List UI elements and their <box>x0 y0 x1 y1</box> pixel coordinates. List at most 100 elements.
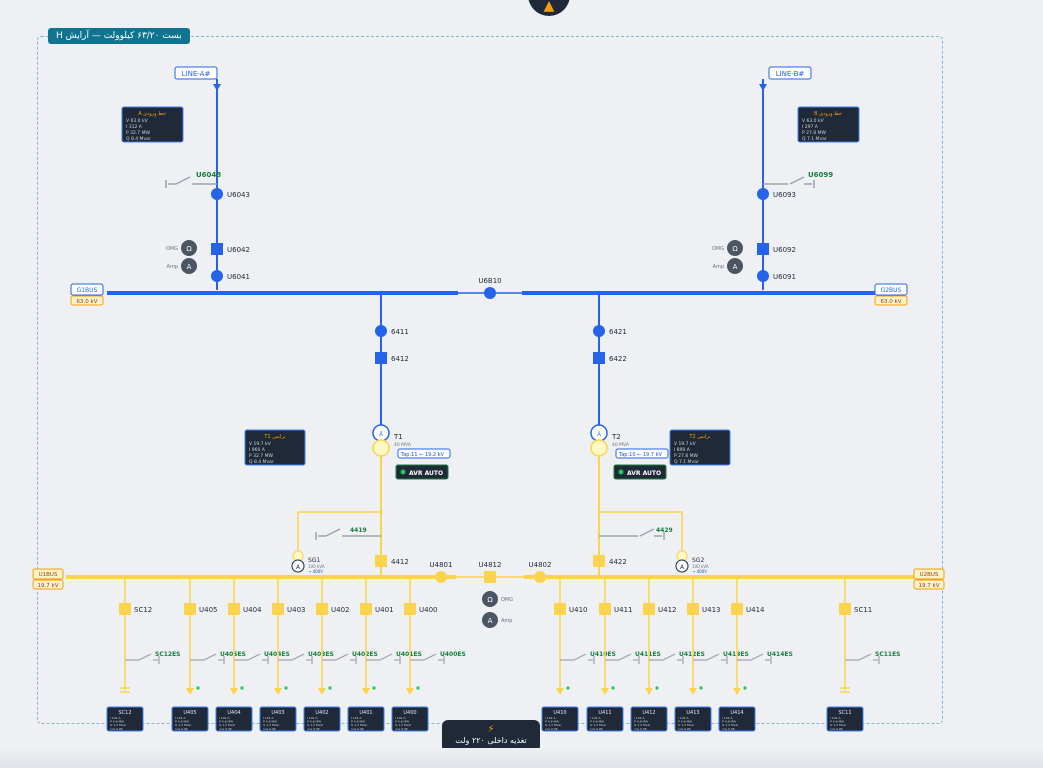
feeder-panel-row: Q 1.2 Mvar <box>590 723 607 727</box>
breaker-6422[interactable] <box>593 352 605 364</box>
breaker-u405[interactable] <box>184 603 196 615</box>
es-u6099[interactable]: U6099 <box>763 171 833 188</box>
breaker-u412[interactable] <box>643 603 655 615</box>
omega-meter-mv[interactable]: Ω OMG <box>482 591 513 607</box>
breaker-u410[interactable] <box>554 603 566 615</box>
feeder-arrow-icon <box>645 688 653 695</box>
feeder-panel-title: U405 <box>183 710 196 716</box>
es-4419[interactable]: 4419 <box>315 527 381 540</box>
breaker-u413[interactable] <box>687 603 699 615</box>
t2-avr-button[interactable] <box>613 464 667 480</box>
es-u404es[interactable]: U404ES <box>234 651 290 664</box>
t1-avr-button[interactable] <box>395 464 449 480</box>
breaker-u4812[interactable] <box>484 571 496 583</box>
es-u6048[interactable]: U6048 <box>165 171 221 188</box>
transformer-t2-mv-winding[interactable] <box>590 439 608 457</box>
feeder-panel-title: U403 <box>271 710 284 716</box>
breaker-u402[interactable] <box>316 603 328 615</box>
es-sc11es[interactable]: SC11ES <box>845 651 901 664</box>
es-u413es[interactable]: U413ES <box>693 651 749 664</box>
svg-text:OMG: OMG <box>166 246 178 252</box>
ammeter-left[interactable]: A Amp <box>167 258 197 274</box>
breaker-sc11[interactable] <box>839 603 851 615</box>
disconnector-u4801[interactable] <box>435 571 447 583</box>
alarm-bell-icon[interactable]: ▲ <box>528 0 570 16</box>
disconnector-u6093[interactable] <box>757 188 769 200</box>
es-u411es[interactable]: U411ES <box>605 651 661 664</box>
es-u401es[interactable]: U401ES <box>366 651 422 664</box>
ammeter-right[interactable]: A Amp <box>713 258 743 274</box>
svg-text:6411: 6411 <box>391 328 409 336</box>
disconnector-6411[interactable] <box>375 325 387 337</box>
svg-text:Tap:10 ← 19.7 kV: Tap:10 ← 19.7 kV <box>618 452 662 458</box>
line-b-tag[interactable] <box>768 66 812 80</box>
disconnector-u6041[interactable] <box>211 270 223 282</box>
feeder-panel-row: P 4.8 MW <box>307 720 321 724</box>
feeder-panel-row: P 4.8 MW <box>351 720 365 724</box>
omega-meter-right[interactable]: Ω OMG <box>712 240 743 256</box>
breaker-u414[interactable] <box>731 603 743 615</box>
mv-bus-2-kv-badge <box>913 579 945 590</box>
disconnector-u6043[interactable] <box>211 188 223 200</box>
omega-meter-left[interactable]: Ω OMG <box>166 240 197 256</box>
feeder-es-label: SC11ES <box>875 651 901 658</box>
svg-text:⅄: ⅄ <box>379 430 384 438</box>
breaker-u404[interactable] <box>228 603 240 615</box>
disconnector-u4802[interactable] <box>534 571 546 583</box>
t1-tap-indicator[interactable] <box>397 448 451 459</box>
svg-text:P 27.8 MW: P 27.8 MW <box>674 453 698 459</box>
es-4429[interactable]: 4429 <box>599 527 673 540</box>
breaker-u6042[interactable] <box>211 243 223 255</box>
breaker-u6092[interactable] <box>757 243 769 255</box>
disconnector-u6091[interactable] <box>757 270 769 282</box>
breaker-sc12[interactable] <box>119 603 131 615</box>
breaker-u411[interactable] <box>599 603 611 615</box>
breaker-4422[interactable] <box>593 555 605 567</box>
t2-tap-indicator[interactable] <box>615 448 669 459</box>
es-u410es[interactable]: U410ES <box>560 651 616 664</box>
breaker-u400[interactable] <box>404 603 416 615</box>
es-u402es[interactable]: U402ES <box>322 651 378 664</box>
es-u414es[interactable]: U414ES <box>737 651 793 664</box>
line-a-tag[interactable] <box>174 66 218 80</box>
transformer-t1-mv-winding[interactable] <box>372 439 390 457</box>
es-u405es[interactable]: U405ES <box>190 651 246 664</box>
es-u403es[interactable]: U403ES <box>278 651 334 664</box>
es-u412es[interactable]: U412ES <box>649 651 705 664</box>
aux-supply-indicator[interactable]: ⚡ تغذیه داخلی ۲۲۰ ولت <box>442 720 540 752</box>
station-transformer-sg1[interactable]: A SG1 100 kVA → 400V <box>291 550 325 574</box>
breaker-u401[interactable] <box>360 603 372 615</box>
feeder-panel-row: P 4.8 MW <box>722 720 736 724</box>
feeder-arrow-icon <box>230 688 238 695</box>
u6091-label: U6091 <box>773 273 796 281</box>
es-sc12es[interactable]: SC12ES <box>125 651 181 664</box>
u6043-label: U6043 <box>227 191 250 199</box>
breaker-u403[interactable] <box>272 603 284 615</box>
disconnector-6421[interactable] <box>593 325 605 337</box>
breaker-4412[interactable] <box>375 555 387 567</box>
bus-coupler-u6b10[interactable] <box>484 287 496 299</box>
feeder-panel-row: cos 0.96 <box>175 727 188 731</box>
feeder-es-label: U403ES <box>308 651 334 658</box>
station-transformer-sg2[interactable]: A SG2 100 kVA → 400V <box>675 550 709 574</box>
feeder-panel-row: Q 1.2 Mvar <box>263 723 280 727</box>
feeder-panel-row: P 4.8 MW <box>263 720 277 724</box>
mv-bus-2-tag <box>913 568 945 580</box>
es-u400es[interactable]: U400ES <box>410 651 466 664</box>
ammeter-mv[interactable]: A Amp <box>482 612 512 628</box>
breaker-6412[interactable] <box>375 352 387 364</box>
